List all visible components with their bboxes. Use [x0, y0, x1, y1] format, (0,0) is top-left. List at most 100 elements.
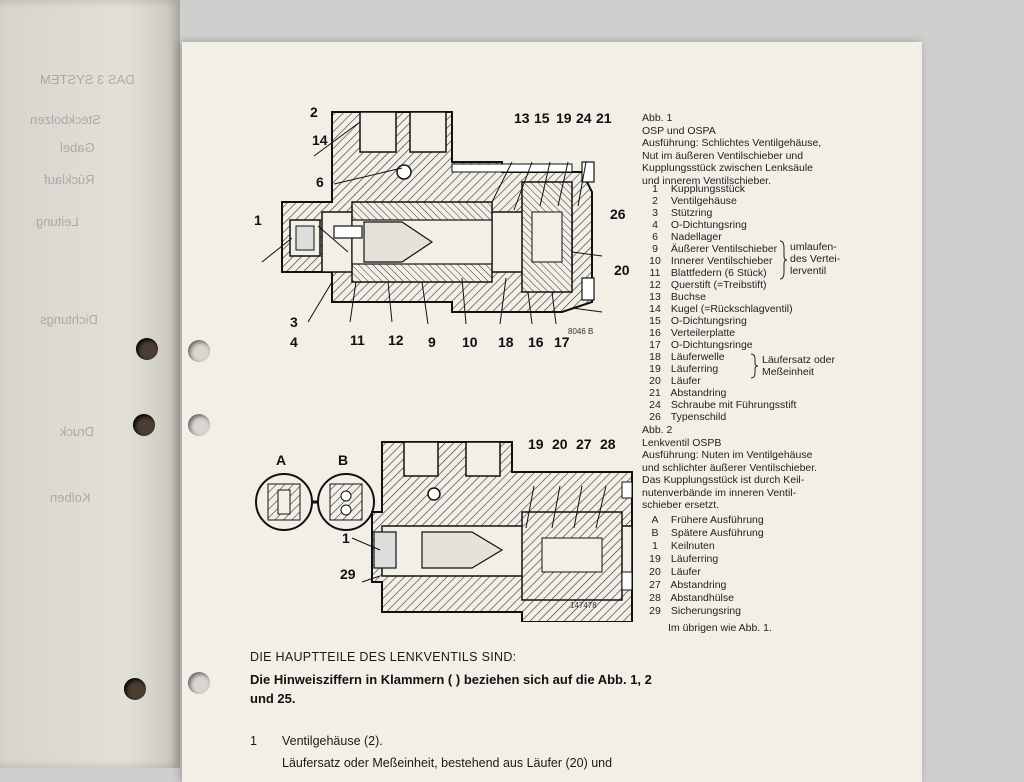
legend-item: 26 Typenschild	[649, 411, 727, 423]
figure2-caption: Abb. 2 Lenkventil OSPB Ausführung: Nuten…	[642, 424, 817, 512]
legend-item: 19 Läuferring	[649, 553, 719, 565]
legend-item: 2 Ventilgehäuse	[652, 195, 737, 207]
legend-item: 1 Kupplungsstück	[652, 183, 746, 195]
callout-12: 12	[388, 332, 404, 348]
bleed-through-text: Druck	[60, 424, 94, 439]
legend-item: B Spätere Ausführung	[651, 527, 764, 539]
bleed-through-text: Gabel	[60, 140, 95, 155]
legend-item: 15 O-Dichtungsring	[649, 315, 747, 327]
legend-item: 10 Innerer Ventilschieber	[649, 255, 773, 267]
brace-line: des Vertei-	[790, 253, 841, 265]
bleed-through-text: Dichtungs	[40, 312, 98, 327]
callout-29: 29	[340, 566, 356, 582]
callout-13: 13	[514, 110, 530, 126]
legend-item: 16 Verteilerplatte	[649, 327, 736, 339]
figure1-code: 8046 B	[568, 327, 593, 336]
brace-label-rotor-set: Läufersatz oder Meßeinheit	[762, 354, 835, 378]
caption-line: und schlichter äußerer Ventilschieber.	[642, 461, 818, 474]
callout-24: 24	[576, 110, 592, 126]
note-line: und 25.	[250, 691, 296, 706]
callout-28: 28	[600, 436, 616, 452]
callout-15: 15	[534, 110, 550, 126]
legend-item: 3 Stützring	[652, 207, 713, 219]
reference-note: Die Hinweisziffern in Klammern ( ) bezie…	[250, 670, 652, 708]
punch-hole	[124, 678, 146, 700]
brace-icon	[750, 353, 759, 379]
legend-item: 11 Blattfedern (6 Stück)	[649, 267, 767, 279]
caption-line: nutenverbände im inneren Ventil-	[642, 486, 797, 499]
legend-item: 1 Keilnuten	[652, 540, 715, 552]
legend-item: 18 Läuferwelle	[649, 351, 725, 363]
legend-item: 14 Kugel (=Rückschlagventil)	[649, 303, 793, 315]
callout-14: 14	[312, 132, 328, 148]
caption-line: Abb. 2	[642, 424, 673, 436]
caption-line: OSP und OSPA	[642, 124, 716, 137]
left-page: DAS 3 SYSTEM Steckbolzen Gabel Rücklauf …	[0, 0, 180, 768]
legend-item: 9 Äußerer Ventilschieber	[652, 243, 778, 255]
brace-line: Läufersatz oder	[762, 354, 835, 366]
figure2-cross-section-diagram: 147478	[255, 441, 633, 622]
bleed-through-text: Kolben	[50, 490, 91, 505]
callout-B: B	[338, 452, 349, 468]
item-1-number: 1	[250, 734, 257, 748]
caption-line: Kupplungsstück zwischen Lenksäule	[642, 162, 814, 174]
caption-line: Lenkventil OSPB	[642, 436, 722, 449]
brace-label-distributor: umlaufen- des Vertei- lerventil	[790, 241, 840, 277]
legend-item: 28 Abstandhülse	[649, 592, 734, 604]
brace-icon	[779, 240, 788, 280]
callout-9: 9	[428, 334, 436, 350]
legend-item: 24 Schraube mit Führungsstift	[649, 399, 797, 411]
legend-item: 27 Abstandring	[649, 579, 727, 591]
caption-line: Das Kupplungsstück ist durch Keil-	[642, 474, 805, 486]
legend-item: 19 Läuferring	[649, 363, 719, 375]
legend-item: 12 Querstift (=Treibstift)	[649, 279, 767, 291]
caption-line: und innerem Ventilschieber.	[642, 174, 771, 187]
callout-10: 10	[462, 334, 478, 350]
callout-16: 16	[528, 334, 544, 350]
brace-line: lerventil	[790, 265, 827, 277]
legend-item: 21 Abstandring	[649, 387, 727, 399]
legend-item: A Frühere Ausführung	[651, 514, 764, 526]
callout-11: 11	[350, 332, 365, 348]
punch-hole	[188, 340, 210, 362]
callout-1: 1	[254, 212, 262, 228]
callout-19: 19	[528, 436, 544, 452]
callout-27: 27	[576, 436, 592, 452]
legend-item: 20 Läufer	[649, 375, 701, 387]
bleed-through-text: Steckbolzen	[30, 112, 101, 127]
callout-A: A	[276, 452, 287, 468]
callout-3: 3	[290, 314, 298, 330]
punch-hole	[188, 672, 210, 694]
brace-line: Meßeinheit	[762, 366, 814, 378]
callout-20: 20	[552, 436, 568, 452]
caption-line: Ausführung: Nuten im Ventilgehäuse	[642, 449, 813, 461]
legend-item: 29 Sicherungsring	[649, 605, 741, 617]
caption-line: Nut im äußeren Ventilschieber und	[642, 149, 804, 162]
figure1-caption: Abb. 1 OSP und OSPA Ausführung: Schlicht…	[642, 112, 821, 187]
punch-hole	[188, 414, 210, 436]
callout-6: 6	[316, 174, 324, 190]
legend-item: 17 O-Dichtungsringe	[649, 339, 753, 351]
legend-item: 4 O-Dichtungsring	[652, 219, 747, 231]
callout-20: 20	[614, 262, 630, 278]
legend-item: 6 Nadellager	[652, 231, 722, 243]
brace-line: umlaufen-	[790, 241, 837, 253]
caption-line: Ausführung: Schlichtes Ventilgehäuse,	[642, 137, 822, 149]
section-heading: DIE HAUPTTEILE DES LENKVENTILS SIND:	[250, 650, 517, 664]
legend-item: 20 Läufer	[649, 566, 701, 578]
caption-line: Abb. 1	[642, 112, 673, 124]
callout-26: 26	[610, 206, 626, 222]
punch-hole	[133, 414, 155, 436]
note-line: Die Hinweisziffern in Klammern ( ) bezie…	[250, 672, 652, 687]
callout-21: 21	[596, 110, 612, 126]
legend-item: 13 Buchse	[649, 291, 706, 303]
callout-4: 4	[290, 334, 298, 350]
figure2-footer: Im übrigen wie Abb. 1.	[668, 622, 772, 634]
bleed-through-text: DAS 3 SYSTEM	[40, 72, 135, 87]
figure1-cross-section-diagram: 8046 B	[261, 111, 603, 336]
callout-17: 17	[554, 334, 570, 350]
callout-18: 18	[498, 334, 514, 350]
right-page: 8046 B 2 14 6 1 13 15 19 24 21 26 20 3 4…	[182, 42, 922, 782]
item-2-text: Läufersatz oder Meßeinheit, bestehend au…	[282, 756, 613, 770]
callout-19: 19	[556, 110, 572, 126]
